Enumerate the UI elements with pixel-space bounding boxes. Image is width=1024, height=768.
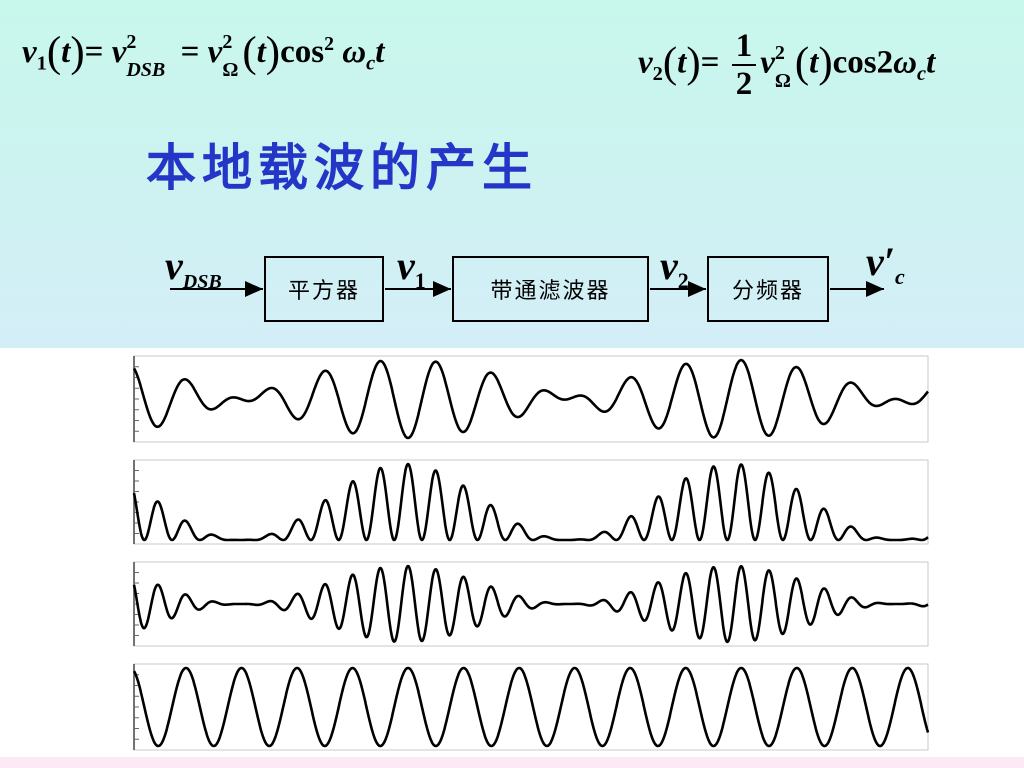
bottom-strip bbox=[0, 757, 1024, 768]
signal-vc-prime: v′c bbox=[866, 239, 905, 289]
block-squarer: 平方器 bbox=[264, 256, 384, 322]
plot-frame bbox=[133, 663, 929, 751]
waveform-3 bbox=[132, 561, 929, 647]
block-bandpass-filter: 带通滤波器 bbox=[452, 256, 649, 322]
trace-squared bbox=[132, 462, 929, 542]
waveform-panel bbox=[0, 348, 1024, 768]
signal-v2: v2 bbox=[660, 243, 689, 293]
waveform-1 bbox=[132, 355, 929, 443]
signal-vdsb: vDSB bbox=[165, 243, 222, 293]
waveform-2 bbox=[132, 459, 929, 545]
trace-carrier bbox=[132, 666, 930, 748]
trace-dsb bbox=[132, 358, 929, 440]
waveform-plots bbox=[132, 355, 930, 751]
slide-title: 本地载波的产生 bbox=[146, 139, 538, 197]
block-frequency-divider: 分频器 bbox=[707, 256, 829, 322]
trace-bandpass bbox=[132, 564, 929, 644]
plot-frame bbox=[133, 459, 929, 545]
signal-v1: v1 bbox=[397, 243, 426, 293]
waveform-4 bbox=[132, 663, 930, 751]
diagram-connectors bbox=[170, 281, 884, 297]
